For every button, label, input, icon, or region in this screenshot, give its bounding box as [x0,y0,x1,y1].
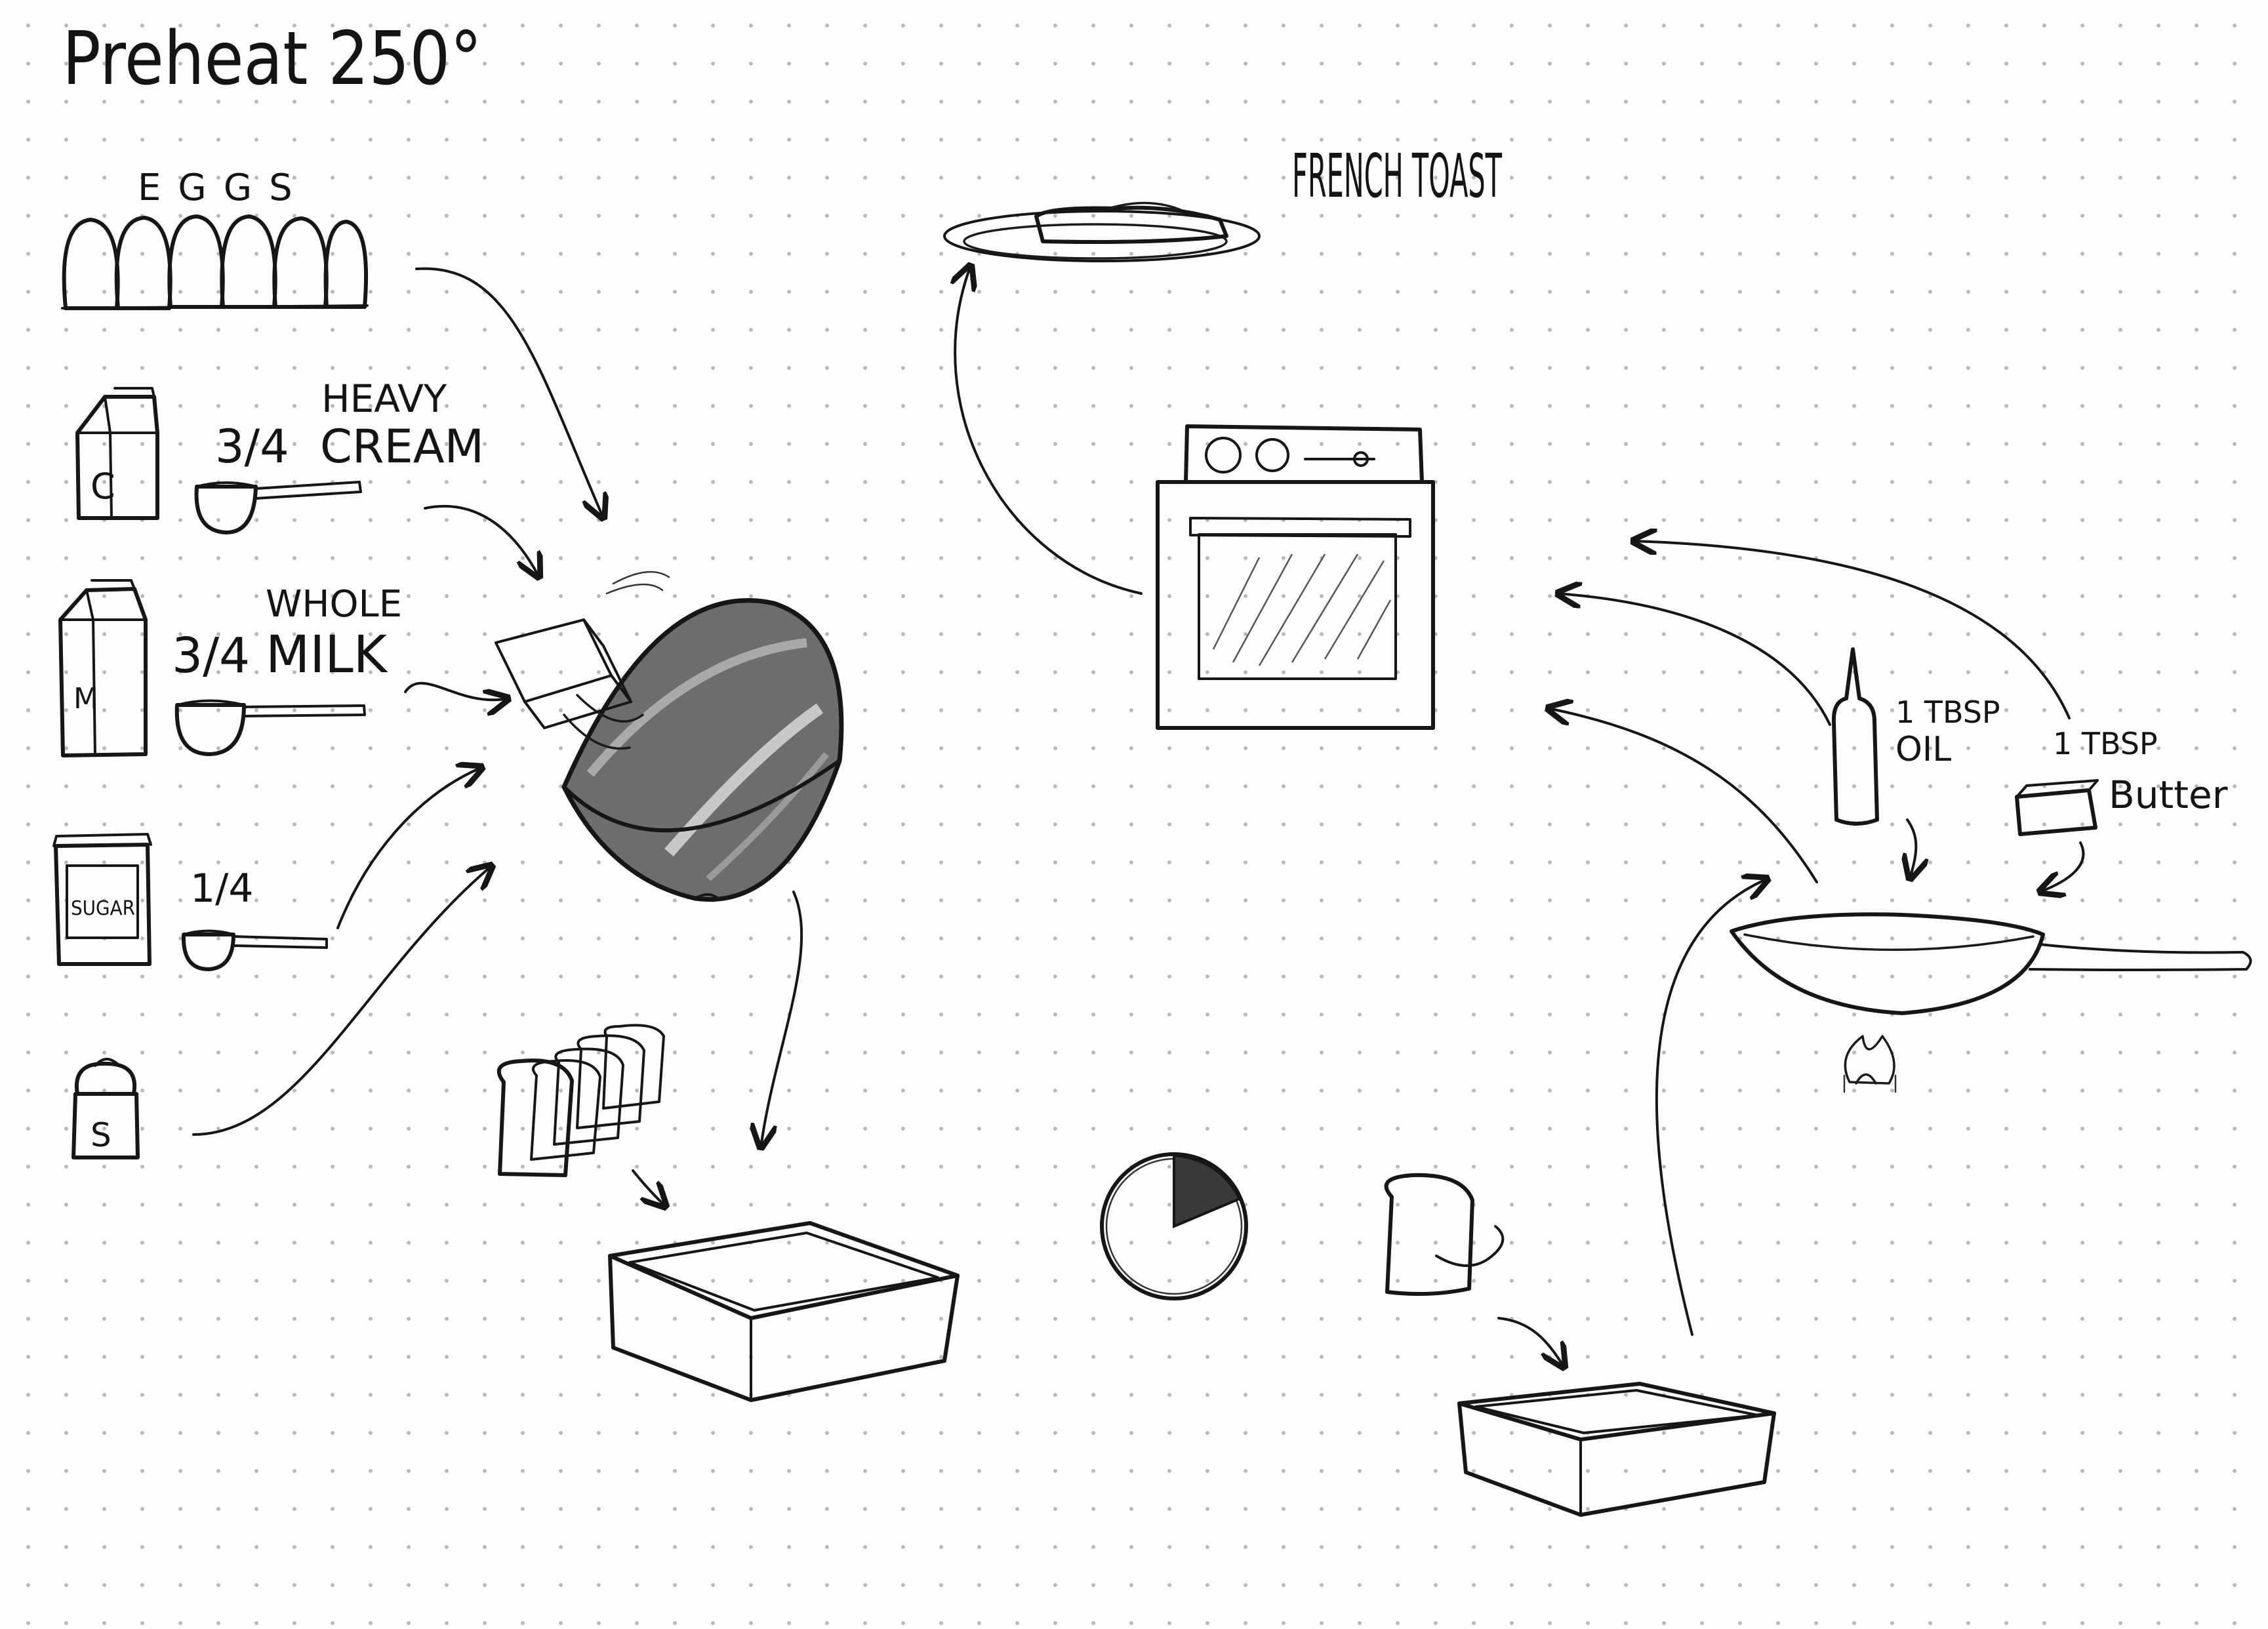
milk-amount: 3/4 [172,628,250,684]
cream-measuring-cup-icon [194,481,362,534]
cream-name-1: HEAVY [321,376,447,421]
timer-clock-icon [1100,1152,1248,1300]
bread-slices-icon [496,1024,665,1177]
arrow-butter-to-pan [2040,841,2085,892]
eggs-carton-icon [61,214,369,310]
arrow-butter-to-oven [1633,541,2071,719]
arrow-oil-to-oven [1558,593,1831,726]
arrow-salt-to-bowl [192,866,492,1136]
mixing-bowl-icon [561,598,844,902]
sugar-amount: 1/4 [190,866,254,912]
butter-amount: 1 TBSP [2053,726,2158,761]
whisk-icon [495,571,670,750]
sugar-measuring-cup-icon [181,929,328,971]
milk-name-1: WHOLE [266,583,402,626]
cream-carton-icon [75,387,159,520]
arrow-cream-to-bowl [424,504,539,577]
salt-shaker-icon [71,1058,140,1159]
baking-dish-small-icon [1457,1382,1776,1517]
arrow-milk-to-whisk [404,681,508,700]
frying-pan-icon [1730,912,2252,1015]
butter-name: Butter [2109,773,2228,817]
dish-title: FRENCH TOAST [1292,141,1502,211]
milk-name-2: MILK [266,626,388,685]
arrow-oil-to-pan [1907,818,1916,879]
sugar-jar-label: SUGAR [71,897,135,920]
milk-carton-letter: M [73,682,98,715]
salt-shaker-letter: S [91,1116,111,1154]
arrow-bowl-to-dish [761,891,803,1148]
arrow-oven-to-plate [955,266,1143,595]
arrow-bread-to-dish [632,1169,666,1207]
oven-icon [1156,424,1435,730]
sugar-jar-icon [52,833,152,966]
toast-slice-icon [1384,1173,1505,1297]
cream-amount: 3/4 [215,420,289,473]
preheat-title: Preheat 250° [62,16,482,102]
arrow-pan-to-oven [1548,708,1818,883]
flow-arrows [192,266,2085,1367]
oil-amount: 1 TBSP [1895,694,2000,730]
oil-name: OIL [1895,730,1951,769]
baking-dish-large-icon [608,1221,960,1402]
butter-stick-icon [2015,779,2099,836]
eggs-label: EGGS [138,167,310,209]
milk-measuring-cup-icon [174,699,366,756]
flame-icon [1843,1035,1897,1093]
plated-toast-icon [943,201,1261,262]
cream-carton-letter: C [91,466,115,507]
arrow-toast-to-small-dish [1497,1317,1564,1367]
arrow-sugar-to-bowl [336,767,482,929]
oil-bottle-icon [1831,647,1879,826]
milk-carton-icon [58,579,148,757]
arrow-eggs-to-bowl [415,267,603,518]
oven-window-hatch [1212,553,1392,666]
cream-name-2: CREAM [320,420,484,473]
arrow-dish-to-pan [1655,879,1768,1336]
